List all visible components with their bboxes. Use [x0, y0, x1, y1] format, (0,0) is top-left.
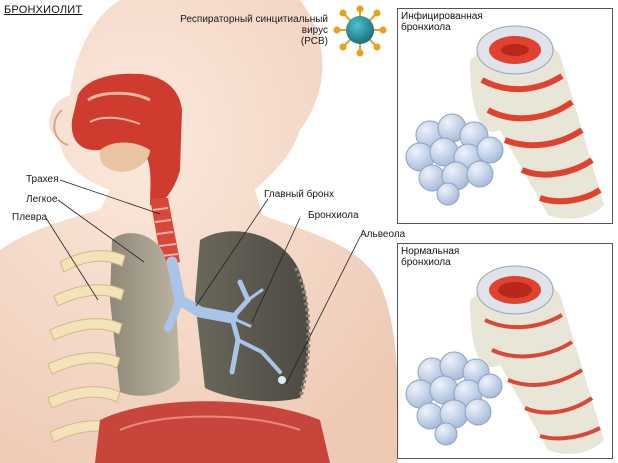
- normal-panel-title: Нормальная бронхиола: [401, 246, 459, 268]
- label-trachea: Трахея: [26, 174, 59, 185]
- pleura-edge: [294, 267, 311, 399]
- infected-bronchiole-panel: Инфицированная бронхиола: [397, 8, 613, 224]
- infected-panel-title: Инфицированная бронхиола: [401, 11, 483, 33]
- rsv-virus-icon: [333, 5, 387, 57]
- rib-cage: [47, 250, 126, 443]
- left-lung: [110, 233, 180, 396]
- normal-bronchiole-panel: Нормальная бронхиола: [397, 243, 613, 459]
- virus-label: Респираторный синцитиальный вирус (РСВ): [168, 14, 328, 47]
- normal-title-line2: бронхиола: [401, 257, 451, 268]
- label-lung: Легкое: [26, 194, 58, 205]
- label-leader-lines: [45, 179, 361, 385]
- diaphragm: [95, 401, 330, 463]
- trachea-rings: [152, 207, 179, 257]
- infected-title-line2: бронхиола: [401, 22, 451, 33]
- infected-bronchiole-illustration: [405, 25, 604, 219]
- upper-airway: [71, 73, 182, 205]
- normal-bronchiole-illustration: [405, 265, 604, 454]
- virus-label-line2: вирус: [301, 25, 328, 36]
- infected-title-line1: Инфицированная: [401, 11, 483, 22]
- bronchial-tree: [164, 256, 282, 375]
- virus-label-line3: (РСВ): [300, 36, 328, 47]
- normal-title-line1: Нормальная: [401, 246, 460, 257]
- right-lung: [195, 231, 309, 402]
- label-alveolus: Альвеола: [360, 229, 406, 240]
- label-pleura: Плевра: [12, 212, 48, 223]
- diagram-title: БРОНХИОЛИТ: [4, 4, 83, 16]
- virus-label-line1: Респираторный синцитиальный: [180, 14, 328, 25]
- alveolus-dot: [278, 376, 286, 384]
- label-main-bronchus: Главный бронх: [264, 189, 335, 200]
- label-bronchiole: Бронхиола: [308, 210, 359, 221]
